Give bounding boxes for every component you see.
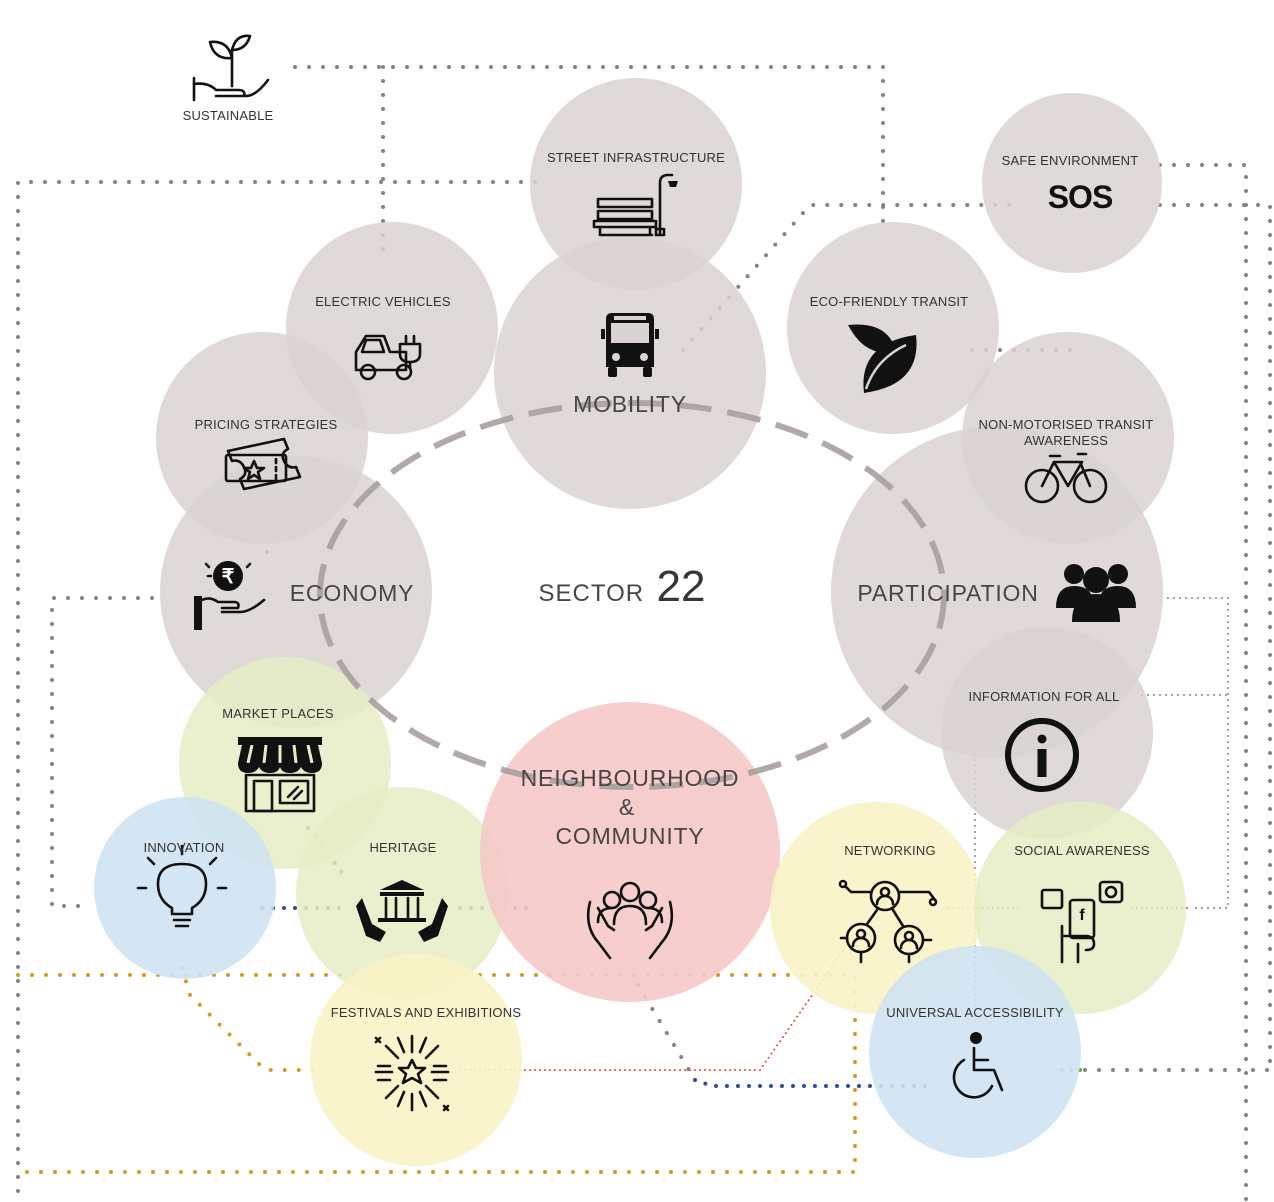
labels: SUSTAINABLE STREET INFRASTRUCTURE SAFE E… xyxy=(144,108,1154,1020)
networking-label: NETWORKING xyxy=(844,843,936,858)
orange-connector-innovation-festivals xyxy=(180,966,324,1072)
grey-connector-sustainable-top xyxy=(293,65,885,234)
participation-label: PARTICIPATION xyxy=(857,580,1038,606)
social-awareness-label: SOCIAL AWARENESS xyxy=(1014,843,1150,858)
neighbourhood-label-line1: NEIGHBOURHOOD xyxy=(521,765,740,791)
street-infrastructure-circle xyxy=(530,78,742,290)
rupee-hand-icon: ₹ xyxy=(194,561,266,630)
sustainable-label: SUSTAINABLE xyxy=(183,108,274,123)
fireworks-icon xyxy=(374,1034,450,1112)
leaf-icon xyxy=(848,324,917,393)
information-circle xyxy=(941,627,1153,839)
svg-text:₹: ₹ xyxy=(222,566,235,588)
grey-connector-participation-social xyxy=(1167,597,1229,909)
central-dashed-ring xyxy=(317,400,947,790)
heritage-icon xyxy=(356,880,448,942)
economy-circle xyxy=(160,456,432,728)
street-infrastructure-icon xyxy=(592,173,678,237)
networking-icon xyxy=(838,879,938,964)
non-motorised-circle xyxy=(962,332,1174,544)
neighbourhood-circle xyxy=(480,702,780,1002)
bicycle-icon xyxy=(1024,452,1108,504)
icons: SOS xyxy=(136,34,1136,1112)
heritage-label: HERITAGE xyxy=(369,840,436,855)
wheelchair-icon xyxy=(952,1032,1004,1099)
pricing-strategies-label: PRICING STRATEGIES xyxy=(195,417,338,432)
non-motorised-label-line1: NON-MOTORISED TRANSIT xyxy=(979,417,1154,432)
circles xyxy=(94,78,1186,1166)
grey-connector-left-frame xyxy=(16,180,537,1202)
sos-icon: SOS xyxy=(1048,179,1113,215)
innovation-circle xyxy=(94,797,276,979)
neighbourhood-label-line3: COMMUNITY xyxy=(555,823,704,849)
safe-environment-label: SAFE ENVIRONMENT xyxy=(1002,153,1139,168)
innovation-label: INNOVATION xyxy=(144,840,225,855)
storefront-icon xyxy=(238,737,322,813)
grey-connector-sos-right-inner xyxy=(1158,203,1272,1072)
social-media-icon: f xyxy=(1040,880,1124,964)
economy-label: ECONOMY xyxy=(290,580,414,606)
festivals-label: FESTIVALS AND EXHIBITIONS xyxy=(331,1005,522,1020)
electric-vehicles-label: ELECTRIC VEHICLES xyxy=(315,294,451,309)
mobility-circle xyxy=(494,237,766,509)
grey-connector-neighbourhood-down xyxy=(636,983,697,1082)
eco-friendly-transit-label: ECO-FRIENDLY TRANSIT xyxy=(810,294,969,309)
safe-environment-circle xyxy=(982,93,1162,273)
sustainable-icon xyxy=(192,34,270,102)
mobility-label: MOBILITY xyxy=(573,391,687,417)
eco-friendly-transit-circle xyxy=(787,222,999,434)
center-title-prefix: SECTOR xyxy=(539,580,645,607)
non-motorised-label-line2: AWARENESS xyxy=(1024,433,1108,448)
street-infrastructure-label: STREET INFRASTRUCTURE xyxy=(547,150,725,165)
grey-connector-sos-right xyxy=(1158,163,1248,1202)
center-title: SECTOR 22 xyxy=(539,562,706,611)
information-label: INFORMATION FOR ALL xyxy=(969,689,1120,704)
people-group-icon xyxy=(1056,564,1136,622)
lightbulb-icon xyxy=(136,844,228,928)
festivals-circle xyxy=(310,954,522,1166)
universal-accessibility-label: UNIVERSAL ACCESSIBILITY xyxy=(886,1005,1064,1020)
electric-vehicle-icon xyxy=(354,334,422,381)
ticket-icon xyxy=(224,437,302,491)
grey-connector-economy-left xyxy=(50,596,154,908)
market-places-label: MARKET PLACES xyxy=(222,706,334,721)
center-title-number: 22 xyxy=(657,562,706,611)
svg-text:f: f xyxy=(1079,907,1085,924)
neighbourhood-label-line2: & xyxy=(619,794,635,820)
community-icon xyxy=(586,881,674,960)
bus-icon xyxy=(601,313,659,377)
info-icon xyxy=(1005,718,1079,792)
